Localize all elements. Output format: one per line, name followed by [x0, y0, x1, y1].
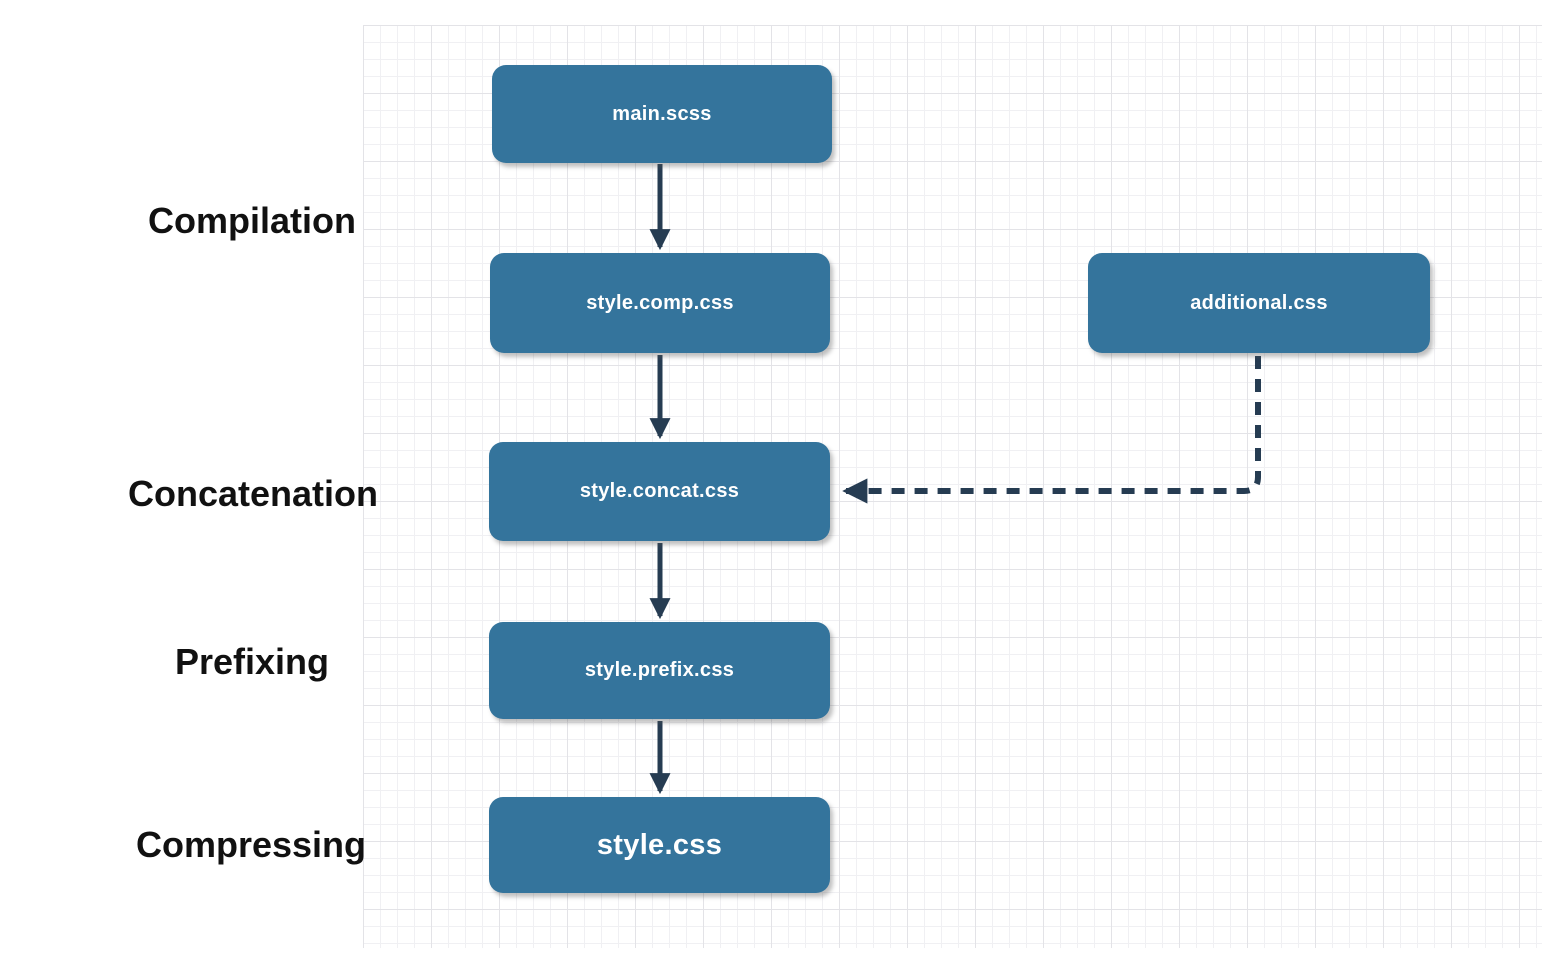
node-label: main.scss [612, 102, 712, 125]
stage-label-prefixing: Prefixing [174, 641, 330, 682]
node-label: style.comp.css [586, 291, 734, 314]
node-label: style.prefix.css [584, 659, 735, 681]
node-label: additional.css [1190, 291, 1328, 314]
node-style-concat-css: style.concat.css [489, 442, 830, 541]
node-label: style.concat.css [579, 480, 740, 502]
node-style-prefix-css: style.prefix.css [489, 622, 830, 719]
node-main-scss: main.scss [492, 65, 832, 163]
dashed-arrow-additional-to-concat [842, 356, 1261, 504]
node-additional-css: additional.css [1088, 253, 1430, 353]
node-label: style.css [596, 828, 723, 861]
stage-label-compilation: Compilation [148, 200, 356, 241]
stage-label-compressing: Compressing [135, 824, 367, 865]
node-style-comp-css: style.comp.css [490, 253, 830, 353]
stage-label-concatenation: Concatenation [127, 473, 379, 514]
node-style-css: style.css [489, 797, 830, 893]
